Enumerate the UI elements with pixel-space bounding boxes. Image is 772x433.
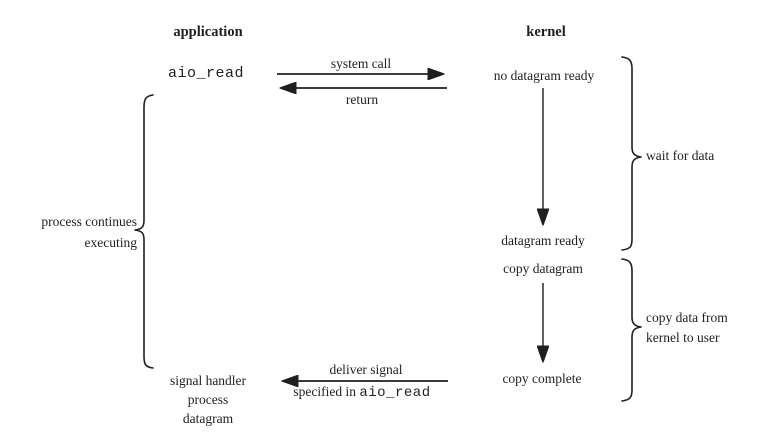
kernel-state-no-datagram-ready: no datagram ready: [493, 68, 595, 83]
process-continues-line1: process continues: [41, 214, 137, 229]
process-continues-line2: executing: [84, 235, 137, 250]
process-continues-brace: [134, 94, 154, 369]
wait-for-data-label: wait for data: [646, 148, 715, 163]
copy-data-line2: kernel to user: [646, 330, 720, 345]
wait-for-data-brace: [621, 56, 642, 251]
kernel-state-copy-complete: copy complete: [502, 371, 582, 386]
signal-handler-line1: signal handler: [169, 373, 247, 388]
system-call-label: system call: [330, 56, 392, 71]
kernel-state-copy-datagram: copy datagram: [503, 261, 583, 276]
process-continues-label: process continues executing: [41, 211, 137, 253]
specified-in-text: specified in: [293, 384, 360, 399]
kernel-column-header: kernel: [526, 24, 566, 40]
kernel-state-datagram-ready: datagram ready: [501, 233, 585, 248]
signal-handler-line2: process: [187, 392, 229, 407]
signal-handler-label: signal handler process datagram: [170, 371, 246, 428]
signal-handler-line3: datagram: [182, 411, 234, 426]
copy-data-label: copy data from kernel to user: [646, 308, 728, 348]
deliver-signal-label: deliver signal: [329, 362, 403, 377]
deliver-signal-sublabel: specified in aio_read: [293, 383, 430, 402]
return-label: return: [345, 92, 379, 107]
copy-data-brace: [621, 258, 642, 402]
specified-in-code: aio_read: [359, 385, 431, 401]
aio-read-call-label: aio_read: [167, 65, 245, 82]
copy-data-line1: copy data from: [646, 310, 728, 325]
application-column-header: application: [173, 24, 243, 40]
